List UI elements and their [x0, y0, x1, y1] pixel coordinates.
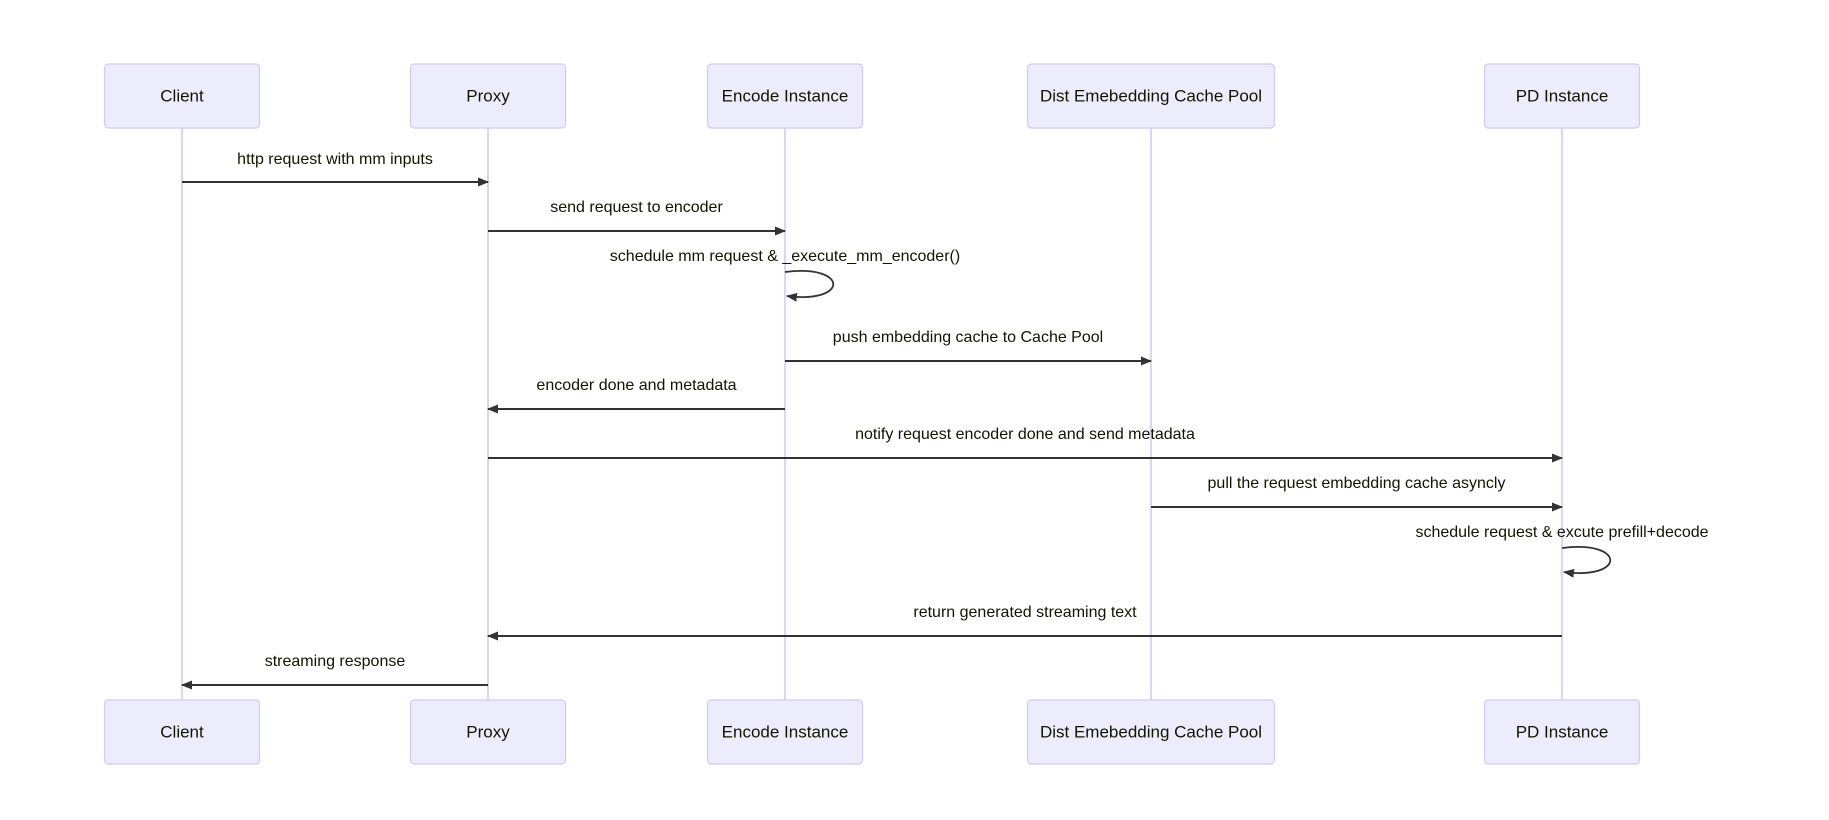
messages-group: http request with mm inputs send request …	[181, 151, 1709, 690]
actor-label-pd-top: PD Instance	[1516, 86, 1609, 105]
message-arrow-8	[1561, 546, 1611, 578]
message-arrow-3	[784, 270, 834, 302]
message-label-9: return generated streaming text	[913, 604, 1137, 621]
message-label-4: push embedding cache to Cache Pool	[833, 329, 1103, 346]
lifelines-group	[180, 128, 1564, 700]
actor-box-pd-top[interactable]	[1483, 63, 1641, 129]
actor-box-pd-bottom[interactable]	[1483, 699, 1641, 765]
actor-box-proxy-bottom[interactable]	[409, 699, 567, 765]
message-label-6: notify request encoder done and send met…	[855, 426, 1195, 443]
actor-label-proxy-top: Proxy	[466, 86, 510, 105]
actor-label-pd-bottom: PD Instance	[1516, 722, 1609, 741]
actor-label-cache-top: Dist Emebedding Cache Pool	[1040, 86, 1262, 105]
actor-box-encode-bottom[interactable]	[706, 699, 864, 765]
message-label-5: encoder done and metadata	[536, 377, 736, 394]
actor-box-cache-top[interactable]	[1026, 63, 1276, 129]
actor-box-client-bottom[interactable]	[103, 699, 261, 765]
actor-label-encode-bottom: Encode Instance	[722, 722, 849, 741]
actor-label-client-top: Client	[160, 86, 204, 105]
message-label-10: streaming response	[265, 653, 406, 670]
message-label-8: schedule request & excute prefill+decode	[1415, 524, 1708, 541]
actors-top-group: Client Proxy Encode Instance Dist Emebeddin…	[103, 63, 1641, 129]
actor-label-cache-bottom: Dist Emebedding Cache Pool	[1040, 722, 1262, 741]
message-label-1: http request with mm inputs	[237, 151, 433, 168]
message-label-3: schedule mm request & _execute_mm_encode…	[610, 248, 960, 265]
actor-box-encode-top[interactable]	[706, 63, 864, 129]
actor-label-proxy-bottom: Proxy	[466, 722, 510, 741]
actor-box-proxy-top[interactable]	[409, 63, 567, 129]
actor-label-client-bottom: Client	[160, 722, 204, 741]
actor-box-client-top[interactable]	[103, 63, 261, 129]
message-label-2: send request to encoder	[550, 199, 723, 216]
actor-box-cache-bottom[interactable]	[1026, 699, 1276, 765]
message-label-7: pull the request embedding cache asyncly	[1208, 475, 1506, 492]
actors-bottom-group: Client Proxy Encode Instance Dist Emebeddin…	[103, 699, 1641, 765]
actor-label-encode-top: Encode Instance	[722, 86, 849, 105]
